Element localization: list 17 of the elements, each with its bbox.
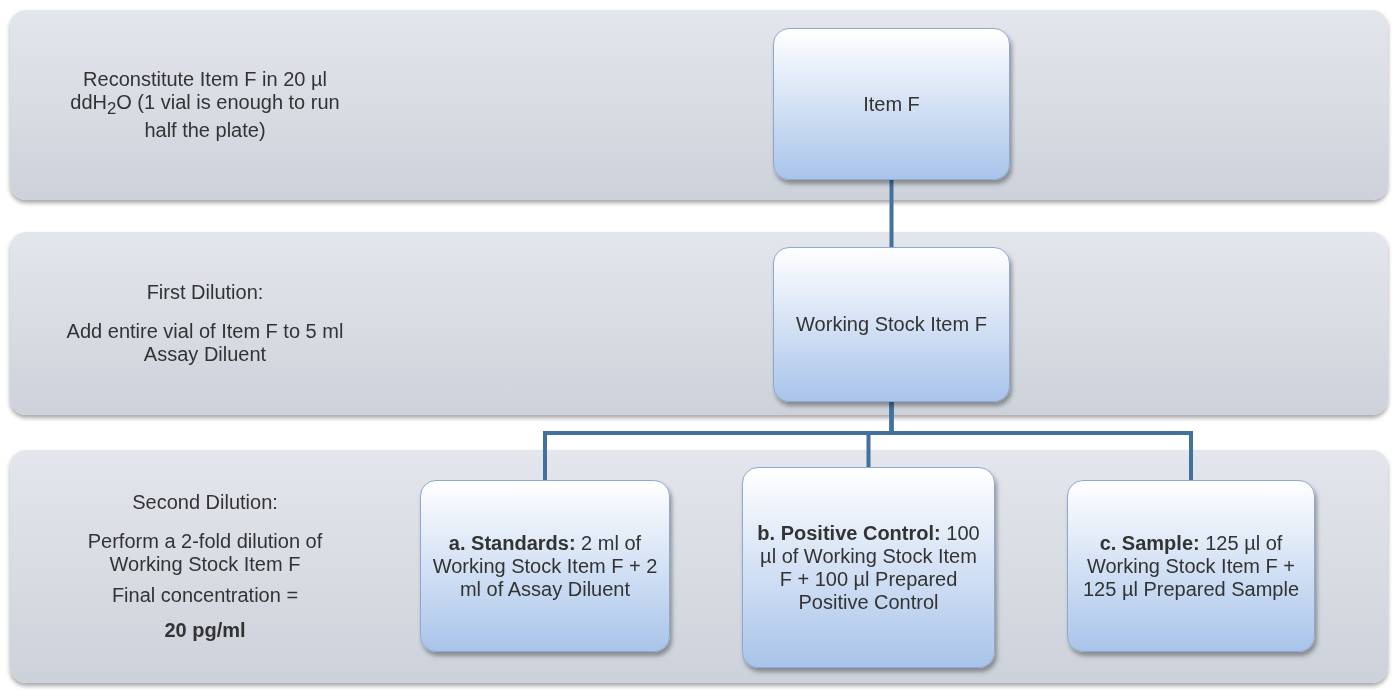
step-heading: First Dilution: xyxy=(146,281,264,304)
process-box: Item F xyxy=(773,28,1010,180)
step-band xyxy=(10,450,1388,683)
connector-line xyxy=(889,180,894,247)
step-heading: Second Dilution: xyxy=(132,491,278,514)
process-box: b. Positive Control: 100 µl of Working Stock Item F + 100 µl Prepared Positive Control xyxy=(742,467,995,668)
step-band xyxy=(10,232,1388,415)
process-box: a. Standards: 2 ml of Working Stock Item F + 2 ml of Assay Diluent xyxy=(420,480,670,652)
step-description: Final concentration = xyxy=(111,584,299,607)
step-description: Add entire vial of Item F to 5 ml Assay Diluent xyxy=(65,320,345,366)
process-box: c. Sample: 125 µl of Working Stock Item F + 125 µl Prepared Sample xyxy=(1067,480,1315,652)
step-band xyxy=(10,10,1388,200)
step-description: Reconstitute Item F in 20 µl ddH$_{2}$O (1 vial is enough to run half the plate) xyxy=(69,68,341,142)
step-description: Perform a 2-fold dilution of Working Stock Item F xyxy=(86,530,324,576)
connector-line xyxy=(889,402,1193,480)
process-box: Working Stock Item F xyxy=(773,247,1010,402)
step-description: 20 pg/ml xyxy=(164,619,246,642)
